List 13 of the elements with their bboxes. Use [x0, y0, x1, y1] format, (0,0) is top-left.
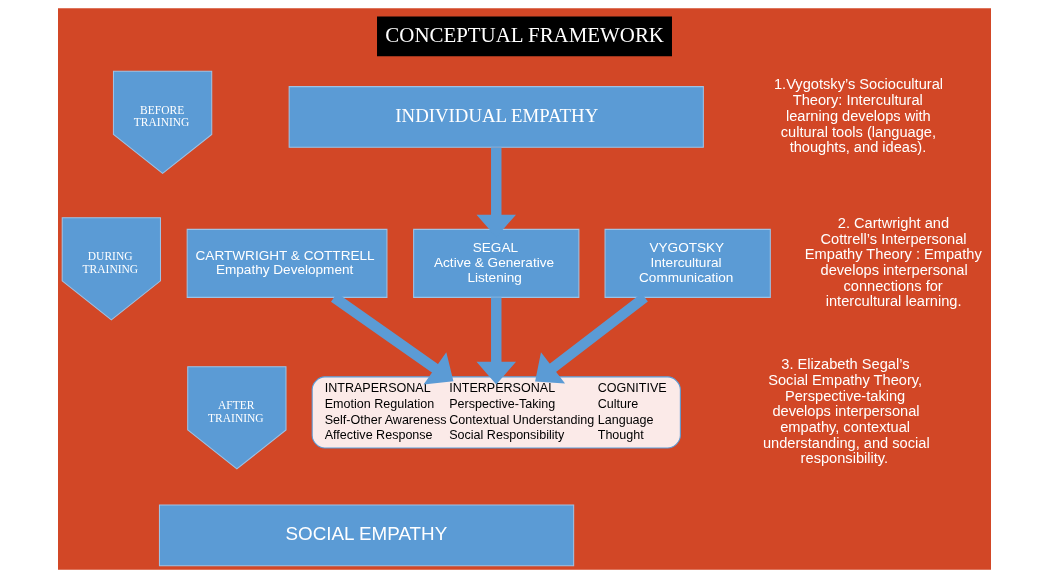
node-box: INTRAPERSONAL INTERPERSONAL COGNITIVE Emotion Regulation Perspective-Taking Culture Self-Other Awareness Contextual Understanding Language Affective Response Social Responsibility Thought	[311, 376, 681, 449]
diagram-title: CONCEPTUAL FRAMEWORK	[384, 22, 664, 47]
node-box: SEGAL Active & Generative Listening	[412, 228, 579, 298]
arrow	[476, 297, 516, 385]
node-box: SOCIAL EMPATHY	[158, 504, 574, 567]
node-box: VYGOTSKY Intercultural Communication	[604, 228, 771, 298]
arrow	[534, 293, 648, 384]
node-box: INDIVIDUAL EMPATHY	[288, 86, 704, 148]
label: 3. Elizabeth Segal’s Social Empathy Theory, Perspective-taking develops interpersonal empathy, contextual understanding, and social responsibility.	[762, 356, 930, 467]
node-box: CARTWRIGHT & COTTRELL Empathy Development	[186, 228, 387, 298]
label: 1.Vygotsky’s Sociocultural Theory: Intercultural learning develops with cultural tools (language, thoughts, and ideas).	[773, 76, 943, 156]
arrow	[330, 293, 453, 385]
label: 2. Cartwright and Cottrell’s Interpersonal Empathy Theory : Empathy develops interpersonal connections for intercultural learning.	[804, 215, 982, 310]
